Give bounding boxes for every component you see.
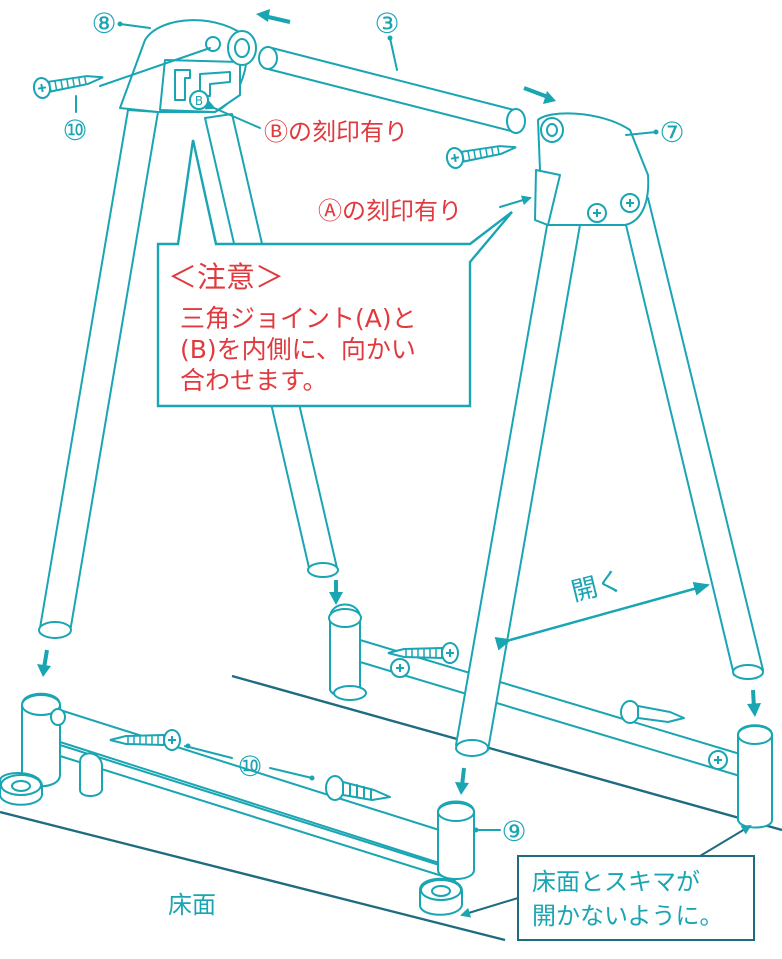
gap-note-line-2: 開かないように。 xyxy=(532,902,724,930)
right-leg-back xyxy=(619,197,764,680)
triangle-joint-8: B xyxy=(119,19,257,113)
top-bar-3 xyxy=(258,46,526,134)
arrow-down-1 xyxy=(37,649,51,677)
arrow-joint-7 xyxy=(523,86,556,104)
gap-note-box: 床面とスキマが 開かないように。 xyxy=(460,824,755,941)
leader-10-bottom-l xyxy=(184,745,233,759)
gap-leader-left xyxy=(460,897,519,918)
arrow-down-4 xyxy=(747,689,761,717)
leader-8 xyxy=(119,23,151,29)
arrow-down-3 xyxy=(455,767,469,795)
stamp-b-label: Ⓑの刻印有り xyxy=(264,118,408,146)
label-part-9: ⑨ xyxy=(501,815,526,848)
stamp-b-mark: B xyxy=(195,94,203,108)
joint-7-screw-2 xyxy=(620,193,640,213)
joint-7-screw-1 xyxy=(587,203,607,223)
arrow-down-2 xyxy=(329,580,343,605)
notice-callout: ＜注意＞ 三角ジョイント(A)と (B)を内側に、向かい 合わせます。 xyxy=(156,139,513,408)
notice-title: ＜注意＞ xyxy=(168,260,284,294)
notice-line-1: 三角ジョイント(A)と xyxy=(180,304,417,333)
right-leg-front xyxy=(455,219,581,757)
label-part-10-bottom: ⑩ xyxy=(237,750,262,783)
label-part-8: ⑧ xyxy=(91,7,116,40)
notice-line-3: 合わせます。 xyxy=(180,366,328,395)
label-open: 開く xyxy=(568,566,626,608)
leader-3 xyxy=(389,37,398,71)
leader-7 xyxy=(625,131,657,136)
arrow-joint-8 xyxy=(256,9,291,24)
stamp-a-label: Ⓐの刻印有り xyxy=(318,197,462,225)
floor-line-front xyxy=(0,810,506,942)
leader-10-bottom-r xyxy=(269,767,313,779)
label-part-7: ⑦ xyxy=(659,116,684,149)
arrow-open xyxy=(494,582,710,651)
screw-front-right xyxy=(325,775,391,801)
front-base-assembly xyxy=(0,692,475,916)
gap-leader-right xyxy=(699,824,752,857)
leader-stamp-b xyxy=(204,100,261,129)
gap-note-line-1: 床面とスキマが xyxy=(532,868,700,896)
floor-line-back xyxy=(231,674,782,832)
back-base-assembly xyxy=(328,603,773,829)
label-part-10-top: ⑩ xyxy=(62,114,87,147)
screw-top-left xyxy=(31,66,106,101)
label-part-3: ③ xyxy=(374,7,399,40)
left-leg-front xyxy=(38,109,159,639)
notice-line-2: (B)を内側に、向かい xyxy=(180,335,416,364)
triangle-joint-7 xyxy=(534,112,650,226)
screw-top-right xyxy=(444,136,519,171)
leader-stamp-a xyxy=(499,195,532,208)
screw-back-right xyxy=(620,700,685,724)
label-floor: 床面 xyxy=(168,891,216,919)
leader-10-screw xyxy=(99,47,211,87)
